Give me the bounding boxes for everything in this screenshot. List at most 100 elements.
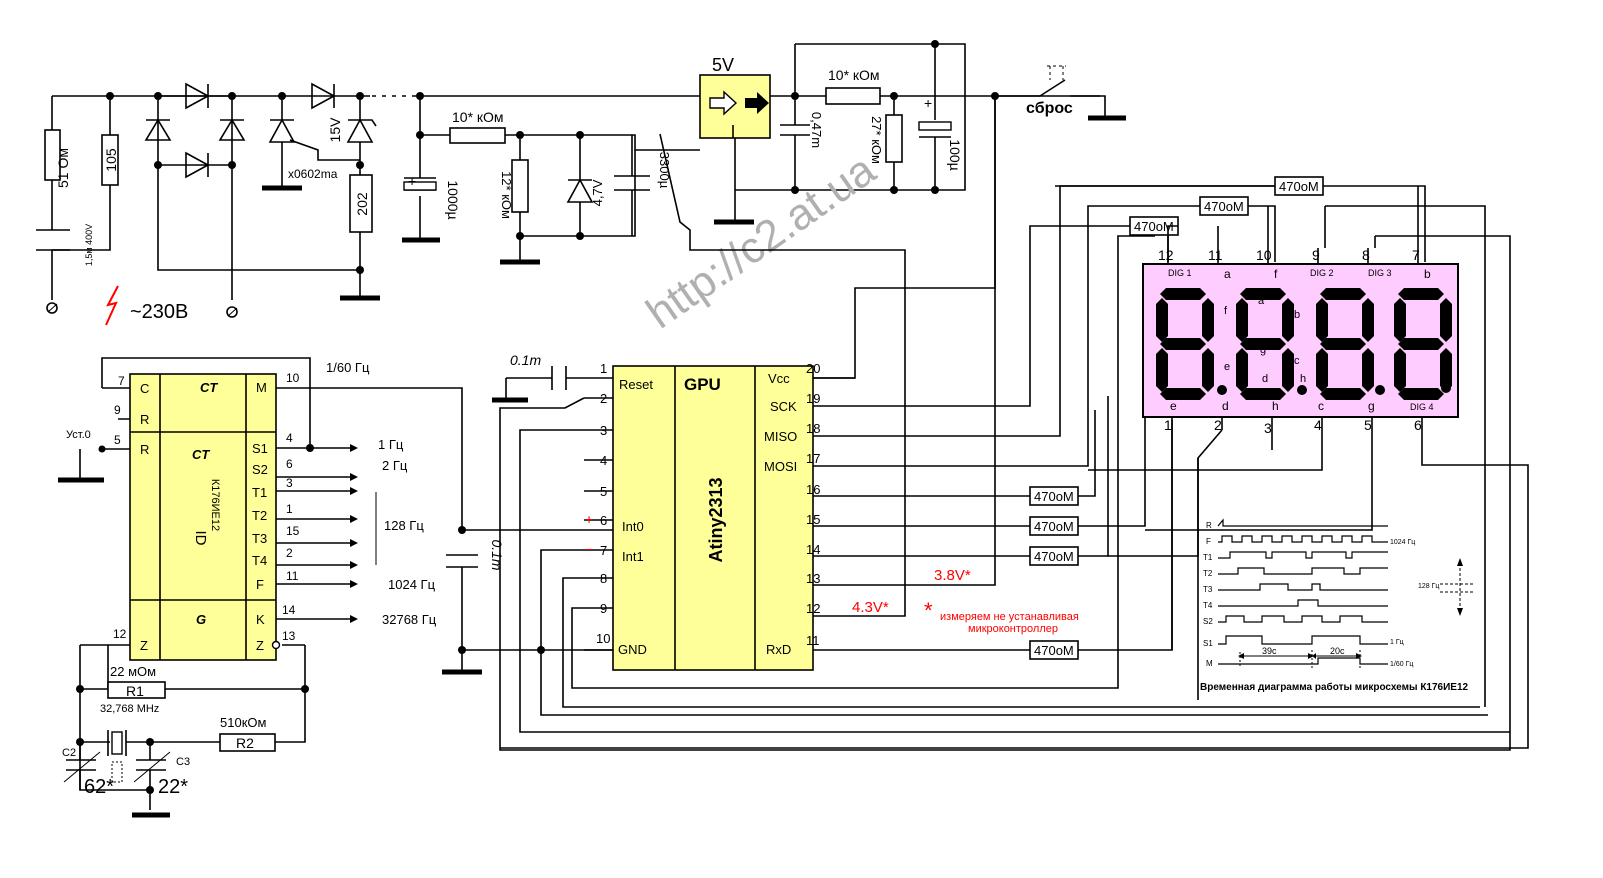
svg-text:8: 8 xyxy=(1362,247,1370,263)
resistor-10k-b xyxy=(825,87,881,105)
label-miso: MISO xyxy=(764,429,797,444)
resistor-202 xyxy=(349,174,373,233)
pin-num-7: 7 xyxy=(118,374,125,388)
svg-text:12: 12 xyxy=(1158,247,1174,263)
label-c2: C2 xyxy=(62,747,76,759)
svg-text:S1: S1 xyxy=(252,441,268,456)
label-r105: 105 xyxy=(103,148,119,172)
label-minus-int1: − xyxy=(585,541,593,557)
lightning-icon xyxy=(105,285,119,326)
label-out-32768: 32768 Гц xyxy=(382,612,437,627)
label-ct2: CT xyxy=(192,447,210,462)
pin-label-c: C xyxy=(140,381,149,396)
svg-text:a: a xyxy=(1224,267,1231,281)
label-c047: 0,47m xyxy=(809,112,824,148)
svg-text:6: 6 xyxy=(600,513,607,528)
resistor-105 xyxy=(101,134,119,186)
svg-text:4: 4 xyxy=(600,453,607,468)
svg-text:g: g xyxy=(1368,399,1375,413)
svg-text:g: g xyxy=(1260,344,1266,356)
label-c01b: 0.1m xyxy=(489,539,505,570)
label-r12k: 12* кОм xyxy=(499,171,514,219)
label-r2: R2 xyxy=(236,735,254,751)
label-out-1: 1 Гц xyxy=(378,437,404,452)
label-reset-pin: Reset xyxy=(619,377,653,392)
svg-text:470оМ: 470оМ xyxy=(1034,489,1074,504)
svg-text:b: b xyxy=(1424,267,1431,281)
svg-text:2: 2 xyxy=(286,546,293,560)
label-r1-val: 22 мОм xyxy=(110,664,156,679)
label-vcc: Vcc xyxy=(768,371,790,386)
svg-text:2: 2 xyxy=(600,391,607,406)
svg-text:9: 9 xyxy=(600,601,607,616)
svg-text:1024 Гц: 1024 Гц xyxy=(1390,539,1415,546)
svg-text:4: 4 xyxy=(286,431,293,445)
svg-text:2: 2 xyxy=(1214,417,1222,433)
timing-caption: Временная диаграмма работы микросхемы К1… xyxy=(1200,681,1469,693)
label-reset: сброс xyxy=(1026,100,1073,117)
label-r10k-a: 10* кОм xyxy=(452,109,504,125)
pin-label-r2: R xyxy=(140,442,149,457)
svg-text:T2: T2 xyxy=(1203,569,1213,578)
label-r51: 51 Ом xyxy=(55,148,71,188)
svg-text:DIG 2: DIG 2 xyxy=(1310,268,1334,278)
svg-text:T1: T1 xyxy=(252,485,267,500)
label-mains: ~230В xyxy=(130,301,188,323)
label-z47: 4,7V xyxy=(590,179,605,206)
label-15v: 15V xyxy=(327,117,343,143)
svg-text:470оМ: 470оМ xyxy=(1034,549,1074,564)
svg-text:DIG 1: DIG 1 xyxy=(1168,268,1192,278)
resistor-10k-a xyxy=(449,127,506,144)
label-r1: R1 xyxy=(126,683,144,699)
svg-text:d: d xyxy=(1262,373,1268,385)
svg-text:T1: T1 xyxy=(1203,553,1213,562)
label-v38: 3.8V* xyxy=(934,567,971,584)
label-r202: 202 xyxy=(354,192,370,216)
resistors-470: 470оМ 470оМ 470оМ 470оМ 470оМ 470оМ 470о… xyxy=(1029,176,1324,660)
svg-text:S1: S1 xyxy=(1203,639,1213,648)
pin-label-z1: Z xyxy=(140,638,148,653)
pin-num-5: 5 xyxy=(114,433,121,447)
svg-text:11: 11 xyxy=(286,569,299,583)
svg-text:15: 15 xyxy=(806,512,820,527)
svg-text:c: c xyxy=(1294,355,1300,367)
label-rxd: RxD xyxy=(766,642,791,657)
label-g: G xyxy=(196,612,206,627)
label-reg: 5V xyxy=(712,55,734,75)
crystal xyxy=(111,731,123,755)
svg-text:3: 3 xyxy=(1264,420,1272,436)
svg-text:470оМ: 470оМ xyxy=(1279,179,1319,194)
svg-text:a: a xyxy=(1258,295,1265,307)
svg-text:M: M xyxy=(1206,659,1213,668)
svg-text:7: 7 xyxy=(600,543,607,558)
label-out-128: 128 Гц xyxy=(384,518,424,533)
svg-text:7: 7 xyxy=(1412,247,1420,263)
svg-text:3: 3 xyxy=(600,423,607,438)
svg-text:10: 10 xyxy=(596,631,610,646)
resistor-r2 xyxy=(219,733,276,752)
svg-text:128 Гц: 128 Гц xyxy=(1418,583,1439,590)
pin-num-12: 12 xyxy=(113,627,127,641)
svg-text:13: 13 xyxy=(806,571,820,586)
arrow-icon xyxy=(709,90,738,116)
svg-text:470оМ: 470оМ xyxy=(1134,219,1174,234)
label-c1000: 1000µ xyxy=(445,180,461,219)
svg-text:6: 6 xyxy=(286,457,293,471)
label-mcu-name: Atiny2313 xyxy=(706,477,726,562)
svg-text:S2: S2 xyxy=(1203,617,1213,626)
label-ct1: CT xyxy=(200,380,218,395)
label-ust0: Уст.0 xyxy=(66,429,91,441)
svg-text:DIG 4: DIG 4 xyxy=(1410,402,1434,412)
svg-text:20: 20 xyxy=(806,361,820,376)
svg-text:b: b xyxy=(1294,309,1300,321)
resistor-51-ohm xyxy=(44,129,61,181)
label-out-60: 1/60 Гц xyxy=(326,360,370,375)
svg-text:e: e xyxy=(1170,399,1177,413)
svg-text:9: 9 xyxy=(1312,247,1320,263)
svg-text:R: R xyxy=(1206,521,1212,530)
svg-text:h: h xyxy=(1272,399,1279,413)
svg-text:18: 18 xyxy=(806,421,820,436)
svg-text:f: f xyxy=(1224,305,1228,317)
mcu-chip: 0.1m 470оМ 470оМ 470оМ 470оМ 470оМ 470оМ… xyxy=(462,96,1511,751)
